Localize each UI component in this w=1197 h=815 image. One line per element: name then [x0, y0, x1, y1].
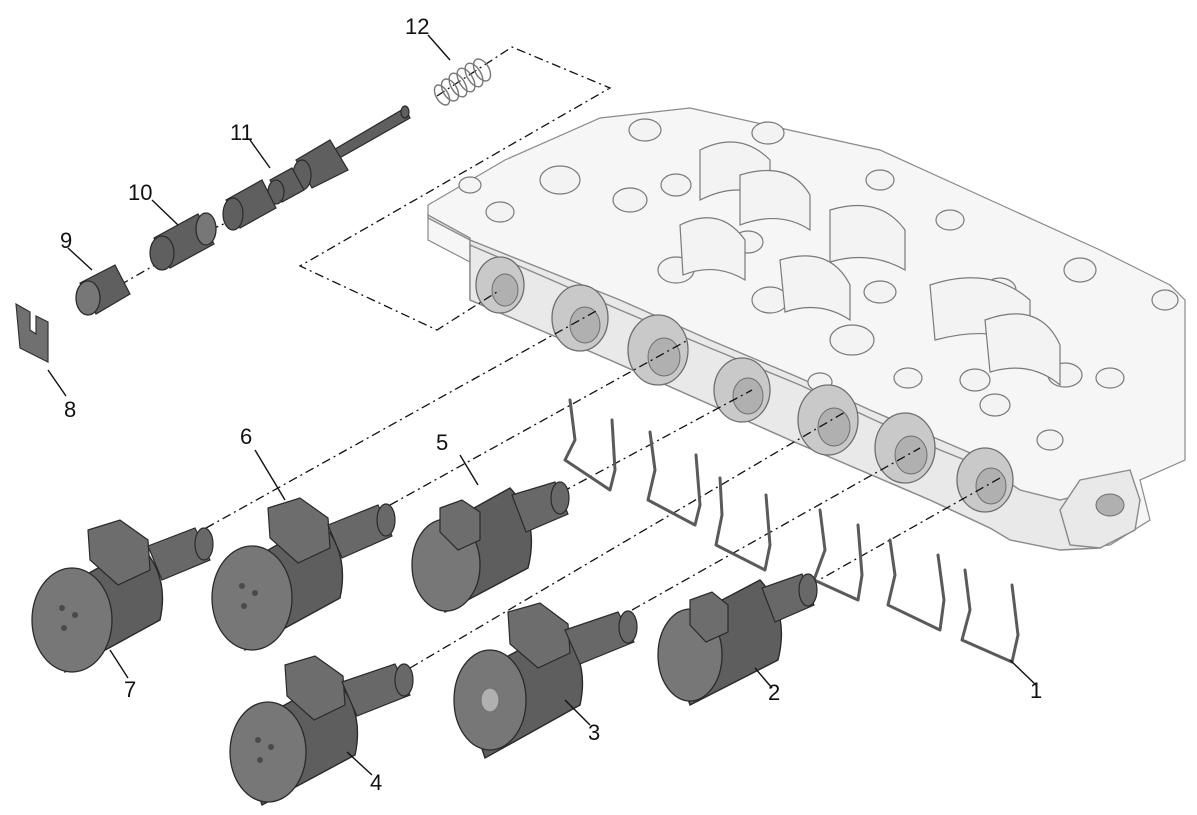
retaining-plate-8 — [15, 302, 49, 363]
callout-2: 2 — [768, 680, 780, 705]
retaining-clips — [563, 398, 1020, 664]
plug-9 — [75, 264, 131, 316]
callout-6: 6 — [240, 424, 252, 449]
leader-lines — [47, 34, 1037, 776]
callout-7: 7 — [124, 677, 136, 702]
valve-10 — [149, 179, 277, 271]
callout-4: 4 — [370, 770, 382, 795]
solenoid-2 — [657, 573, 818, 706]
callout-12: 12 — [405, 14, 429, 39]
callout-3: 3 — [588, 720, 600, 745]
solenoid-6 — [211, 497, 396, 652]
callout-5: 5 — [436, 430, 448, 455]
callout-8: 8 — [64, 397, 76, 422]
valve-body — [427, 107, 1186, 551]
solenoid-7 — [31, 519, 214, 674]
callout-11: 11 — [230, 120, 253, 145]
callout-10: 10 — [128, 180, 152, 205]
spring-12 — [433, 58, 492, 106]
solenoid-3 — [453, 602, 638, 760]
callout-1: 1 — [1030, 678, 1042, 703]
solenoid-5 — [411, 481, 570, 614]
valve-spool-11 — [267, 105, 411, 205]
callout-9: 9 — [60, 228, 72, 253]
solenoid-4 — [229, 655, 414, 807]
callout-numbers: 1 2 3 4 5 6 7 8 9 10 11 12 — [60, 14, 1042, 795]
